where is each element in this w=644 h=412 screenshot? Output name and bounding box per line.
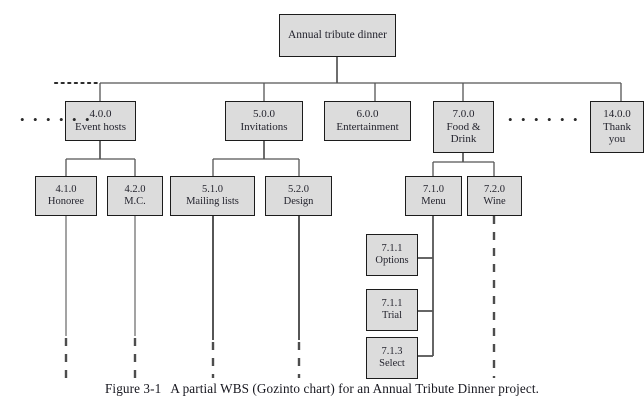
node-4-2-0-mc[interactable]: 4.2.0 M.C. — [107, 176, 163, 216]
node-code: 7.2.0 — [484, 184, 505, 196]
node-7-1-0-menu[interactable]: 7.1.0 Menu — [405, 176, 462, 216]
ellipsis-left-of-event-hosts: • • • • • • — [20, 112, 93, 127]
node-label-cont: you — [608, 133, 626, 146]
node-label: Honoree — [47, 196, 85, 207]
node-label: Design — [283, 196, 314, 207]
node-code: 7.1.1 — [381, 243, 403, 255]
node-code: 4.2.0 — [124, 184, 146, 196]
node-code: 7.1.0 — [423, 184, 444, 196]
figure-caption-text: A partial WBS (Gozinto chart) for an Ann… — [170, 381, 539, 396]
node-label-cont: Drink — [450, 133, 477, 146]
figure-number: Figure 3-1 — [105, 381, 162, 396]
node-code: 5.2.0 — [288, 184, 309, 196]
node-label: Annual tribute dinner — [287, 28, 387, 41]
node-7-1-1-trial[interactable]: 7.1.1 Trial — [366, 289, 418, 331]
node-6-0-0-entertainment[interactable]: 6.0.0 Entertainment — [324, 101, 411, 141]
node-label: Select — [379, 358, 405, 369]
figure-caption: Figure 3-1 A partial WBS (Gozinto chart) … — [0, 381, 644, 397]
node-5-1-0-mailing-lists[interactable]: 5.1.0 Mailing lists — [170, 176, 255, 216]
node-7-2-0-wine[interactable]: 7.2.0 Wine — [467, 176, 522, 216]
node-label: M.C. — [124, 196, 146, 207]
node-code: 6.0.0 — [356, 108, 379, 121]
node-code: 7.1.3 — [381, 346, 403, 358]
node-label: Food & — [446, 120, 481, 133]
node-label: Thank — [602, 120, 632, 133]
node-label: Options — [375, 255, 409, 266]
node-14-0-0-thank-you[interactable]: 14.0.0 Thank you — [590, 101, 644, 153]
node-5-2-0-design[interactable]: 5.2.0 Design — [265, 176, 332, 216]
node-code: 7.0.0 — [452, 108, 475, 121]
node-label: Event hosts — [74, 121, 127, 133]
node-label: Invitations — [240, 121, 288, 133]
ellipsis-between-food-and-thank-you: • • • • • • — [508, 112, 581, 127]
node-code: 4.1.0 — [55, 184, 77, 196]
node-7-1-3-select[interactable]: 7.1.3 Select — [366, 337, 418, 379]
node-7-1-1-options[interactable]: 7.1.1 Options — [366, 234, 418, 276]
node-label: Trial — [381, 310, 403, 321]
node-code: 5.0.0 — [253, 108, 275, 121]
node-label: Entertainment — [336, 121, 399, 133]
node-5-0-0-invitations[interactable]: 5.0.0 Invitations — [225, 101, 303, 141]
node-code: 14.0.0 — [603, 108, 631, 121]
node-code: 7.1.1 — [381, 298, 403, 310]
node-4-1-0-honoree[interactable]: 4.1.0 Honoree — [35, 176, 97, 216]
node-label: Menu — [421, 196, 446, 207]
node-4-0-0-event-hosts[interactable]: 4.0.0 Event hosts — [65, 101, 136, 141]
node-label: Wine — [483, 196, 506, 207]
node-code: 4.0.0 — [89, 108, 112, 121]
node-code: 5.1.0 — [202, 184, 223, 196]
node-7-0-0-food-and-drink[interactable]: 7.0.0 Food & Drink — [433, 101, 494, 153]
node-annual-tribute-dinner[interactable]: Annual tribute dinner — [279, 14, 396, 57]
node-label: Mailing lists — [186, 196, 239, 207]
